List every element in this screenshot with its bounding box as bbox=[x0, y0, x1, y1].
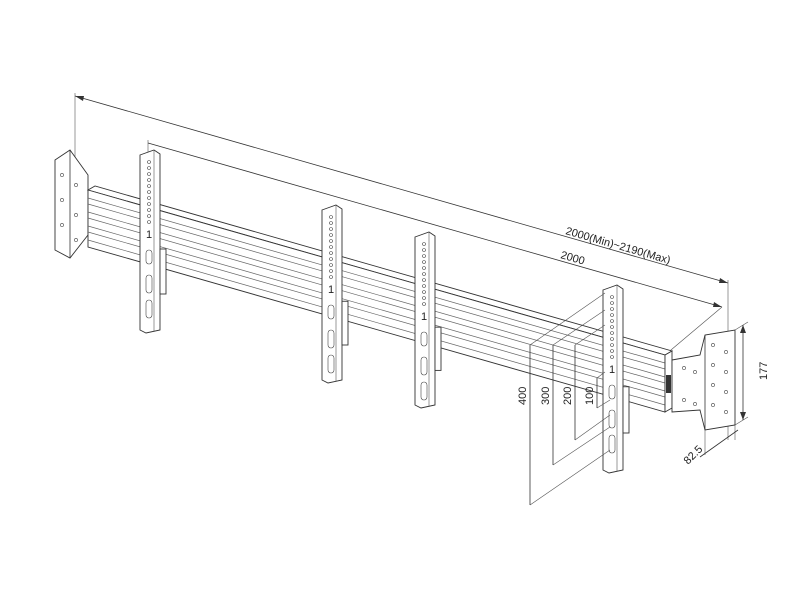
label-100: 100 bbox=[584, 387, 596, 405]
label-400: 400 bbox=[517, 387, 529, 405]
label-200: 200 bbox=[562, 387, 574, 405]
bracket-marker: 1 bbox=[421, 311, 427, 323]
bracket-height-dimensions: 400 300 200 100 bbox=[517, 292, 611, 506]
label-300: 300 bbox=[540, 387, 552, 405]
bracket-marker: 1 bbox=[146, 229, 152, 241]
vertical-bracket: 1 bbox=[139, 149, 167, 334]
end-plate-height-label: 177 bbox=[758, 362, 770, 380]
end-plate-depth-label: 82.5 bbox=[682, 443, 706, 467]
vertical-bracket: 1 bbox=[414, 231, 442, 409]
right-end-plate bbox=[666, 329, 736, 431]
left-end-plate bbox=[54, 149, 89, 259]
rail-dimension: 2000 bbox=[147, 140, 723, 356]
vertical-bracket: 1 bbox=[602, 284, 630, 474]
rail-length-label: 2000 bbox=[559, 249, 586, 267]
vertical-brackets: 1 1 1 1 bbox=[139, 149, 630, 474]
bracket-marker: 1 bbox=[609, 364, 615, 376]
horizontal-rail bbox=[86, 185, 674, 413]
vertical-bracket: 1 bbox=[321, 204, 349, 384]
bracket-marker: 1 bbox=[328, 284, 334, 296]
